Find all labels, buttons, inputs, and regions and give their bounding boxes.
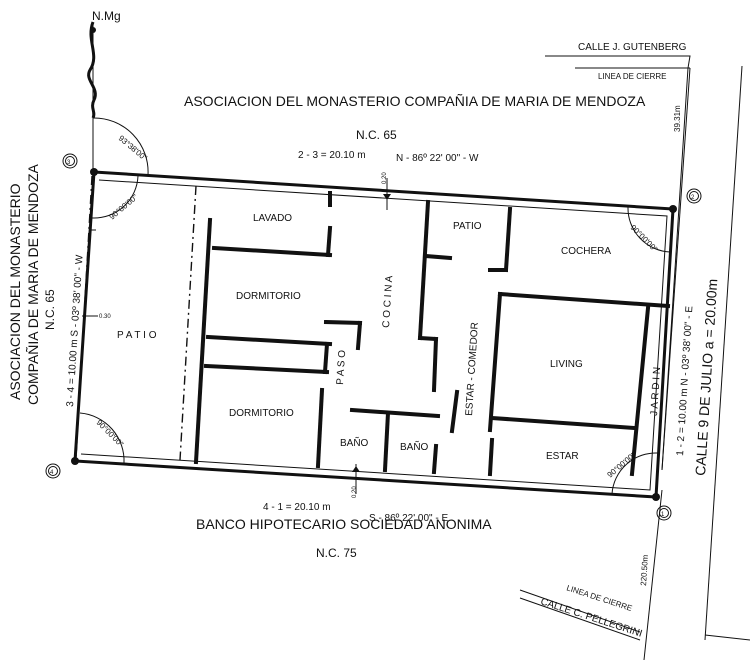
neighbor-left-name-2: COMPAÑIA DE MARIA DE MENDOZA <box>25 163 41 405</box>
street-right: CALLE 9 DE JULIO a = 20.00m <box>692 278 720 476</box>
svg-text:2: 2 <box>691 195 695 201</box>
room-bano-2: BAÑO <box>400 440 429 453</box>
street-top: CALLE J. GUTENBERG <box>578 42 687 53</box>
offset-top-wall: 0.20 <box>382 172 388 184</box>
vertex-1-dot <box>652 493 660 501</box>
side-41-bearing: S - 86º 22' 00" - E <box>369 513 448 524</box>
angle-north: 93°38'00" <box>117 134 149 163</box>
side-23-length: 2 - 3 = 20.10 m <box>298 150 366 161</box>
street-top-line: LINEA DE CIERRE <box>598 72 666 81</box>
street-lines <box>519 55 750 661</box>
vertex-marker-2: 2 <box>686 188 702 204</box>
room-bano-1: BAÑO <box>340 436 369 449</box>
room-paso: P A S O <box>335 350 348 386</box>
room-lavado: LAVADO <box>253 213 292 224</box>
offset-left-wall: 0.30 <box>99 314 111 320</box>
room-patio-left: P A T I O <box>117 330 157 341</box>
vertex-2-dot <box>669 205 677 213</box>
lot-boundary <box>73 170 675 499</box>
vertex-marker-3: 3 <box>62 153 78 169</box>
room-cocina: C O C I N A <box>381 275 395 328</box>
vertex-4-dot <box>71 457 79 465</box>
neighbor-bottom-name: BANCO HIPOTECARIO SOCIEDAD ANONIMA <box>196 516 492 532</box>
side-23-bearing: N - 86º 22' 00" - W <box>396 153 479 164</box>
street-bottom-distance: 220.50m <box>639 554 650 586</box>
angle-arcs <box>79 117 671 495</box>
room-cochera: COCHERA <box>561 246 611 257</box>
svg-text:3: 3 <box>67 160 71 166</box>
neighbor-bottom-nc: N.C. 75 <box>316 546 357 560</box>
angle-corner-2: 90°00'00" <box>629 223 660 254</box>
offset-bottom-wall: 0.20 <box>352 486 358 498</box>
angle-corner-4: 90°00'00" <box>95 418 126 449</box>
svg-text:1: 1 <box>661 512 665 518</box>
room-dormitorio-2: DORMITORIO <box>229 408 294 419</box>
neighbor-left-name-1: ASOCIACION DEL MONASTERIO <box>7 183 23 400</box>
vertex-3-dot <box>90 168 98 176</box>
room-estar: ESTAR <box>546 451 579 462</box>
interior-walls <box>179 185 671 477</box>
north-arrow <box>87 21 97 172</box>
north-label: N.Mg <box>92 9 121 23</box>
vertex-marker-1: 1 <box>656 505 672 521</box>
neighbor-top-name: ASOCIACION DEL MONASTERIO COMPAÑIA DE MA… <box>184 93 646 109</box>
neighbor-left-nc: N.C. 65 <box>43 289 57 330</box>
north-arrow-icon <box>87 21 97 119</box>
room-patio-small: PATIO <box>453 221 482 232</box>
street-top-distance: 39.31m <box>673 105 682 132</box>
room-dormitorio-1: DORMITORIO <box>236 291 301 302</box>
room-jardin: J A R D I N <box>649 367 663 417</box>
svg-text:4: 4 <box>50 470 54 476</box>
room-estar-comedor: ESTAR - COMEDOR <box>464 322 481 416</box>
angle-corner-3: 90°00'00" <box>108 193 140 222</box>
side-12: 1 - 2 = 10.00 m N - 03º 38' 00" - E <box>675 305 695 456</box>
neighbor-top-nc: N.C. 65 <box>356 128 397 142</box>
side-41-length: 4 - 1 = 20.10 m <box>263 502 331 513</box>
vertex-marker-4: 4 <box>45 463 61 479</box>
room-living: LIVING <box>550 359 583 370</box>
